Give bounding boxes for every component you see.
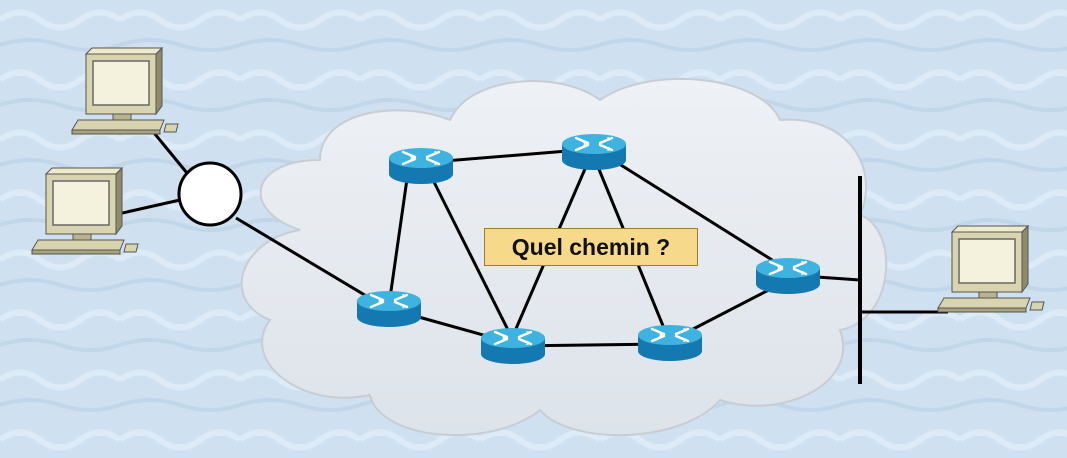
computer-icon — [937, 225, 1045, 313]
computer-icon — [31, 167, 139, 255]
question-label: Quel chemin ? — [484, 228, 698, 266]
link-r2-r1 — [388, 171, 410, 299]
router-icon — [636, 323, 704, 363]
router-icon — [479, 326, 547, 366]
router-icon — [387, 146, 455, 186]
hub-icon — [177, 161, 243, 227]
link-pc2-hub — [117, 198, 181, 216]
link-r2-r4 — [428, 173, 514, 339]
router-icon — [560, 132, 628, 172]
router-icon — [355, 289, 423, 329]
router-icon — [754, 256, 822, 296]
link-r3-r6 — [604, 153, 789, 272]
computer-icon — [71, 47, 179, 135]
link-hub-r1 — [235, 216, 389, 311]
